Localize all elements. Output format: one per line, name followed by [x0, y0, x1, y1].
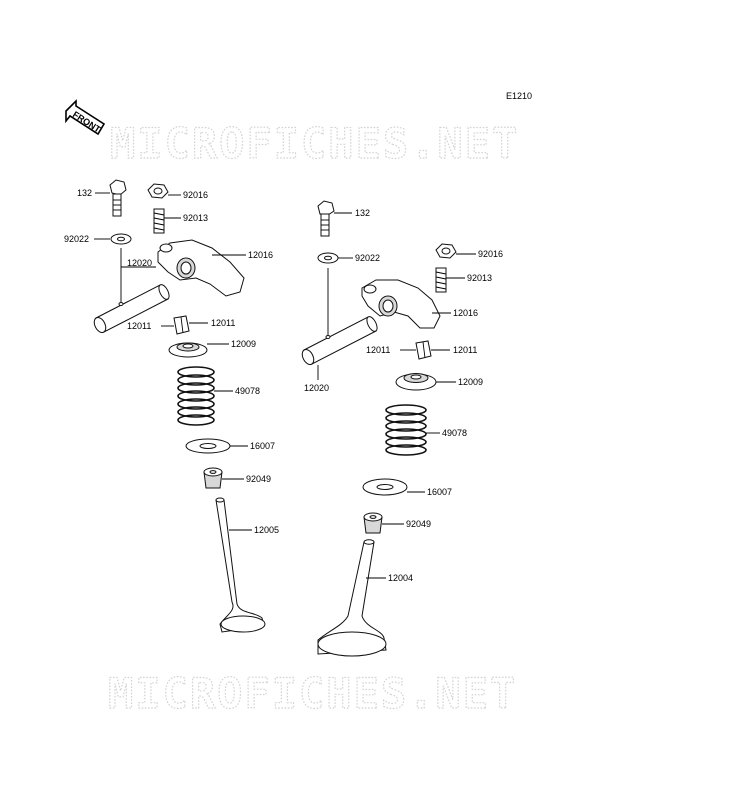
valve-spring-49078-left[interactable]	[177, 366, 215, 426]
label-12009-right[interactable]: 12009	[458, 377, 483, 387]
watermark-bottom: MICROFICHES.NET	[108, 669, 517, 718]
label-49078-right[interactable]: 49078	[442, 428, 467, 438]
adjusting-screw-92013-left[interactable]	[153, 208, 165, 234]
label-12011-right-b[interactable]: 12011	[453, 345, 477, 355]
rocker-arm-12016-right[interactable]	[361, 279, 441, 329]
label-12016-right[interactable]: 12016	[453, 308, 478, 318]
stem-seal-92049-right[interactable]	[363, 512, 383, 534]
label-92049-right[interactable]: 92049	[406, 519, 431, 529]
label-12011-right-a[interactable]: 12011	[366, 345, 390, 355]
watermark-top: MICROFICHES.NET	[110, 119, 519, 168]
valve-spring-49078-right[interactable]	[385, 404, 427, 456]
label-16007-left[interactable]: 16007	[250, 441, 275, 451]
rocker-shaft-12020-right[interactable]	[300, 315, 379, 366]
label-92013-left[interactable]: 92013	[183, 213, 208, 223]
label-12009-left[interactable]: 12009	[231, 339, 256, 349]
diagram-code: E1210	[506, 91, 532, 101]
washer-92022-left[interactable]	[110, 233, 132, 245]
label-132-right[interactable]: 132	[355, 208, 370, 218]
bolt-132-left[interactable]	[109, 179, 127, 217]
label-12020-left[interactable]: 12020	[127, 258, 152, 268]
rocker-arm-12016-left[interactable]	[157, 239, 245, 297]
rocker-shaft-12020-left[interactable]	[92, 283, 171, 334]
label-12011-left-b[interactable]: 12011	[211, 318, 235, 328]
label-12016-left[interactable]: 12016	[248, 250, 273, 260]
label-49078-left[interactable]: 49078	[235, 386, 260, 396]
washer-92022-right[interactable]	[317, 252, 339, 264]
label-132-left[interactable]: 132	[77, 188, 92, 198]
label-12011-left-a[interactable]: 12011	[127, 321, 151, 331]
label-92022-right[interactable]: 92022	[355, 253, 380, 263]
spring-retainer-12009-right[interactable]	[395, 373, 437, 391]
nut-92016-right[interactable]	[435, 243, 457, 259]
exhaust-valve-12005[interactable]	[215, 497, 266, 633]
front-arrow-icon: FRONT	[65, 99, 106, 136]
label-92016-right[interactable]: 92016	[478, 249, 503, 259]
spring-seat-16007-right[interactable]	[362, 478, 408, 496]
label-16007-right[interactable]: 16007	[427, 487, 452, 497]
adjusting-screw-92013-right[interactable]	[435, 267, 447, 293]
bolt-132-right[interactable]	[317, 200, 335, 237]
spring-seat-16007-left[interactable]	[185, 438, 231, 454]
label-12020-right[interactable]: 12020	[304, 383, 329, 393]
label-92013-right[interactable]: 92013	[467, 273, 492, 283]
intake-valve-12004[interactable]	[317, 539, 387, 657]
label-12004[interactable]: 12004	[388, 573, 413, 583]
nut-92016-left[interactable]	[147, 183, 169, 199]
spring-retainer-12009-left[interactable]	[168, 342, 208, 358]
label-92022-left[interactable]: 92022	[64, 234, 89, 244]
stem-seal-92049-left[interactable]	[203, 467, 223, 489]
valve-collet-12011-left[interactable]	[173, 315, 190, 335]
valve-collet-12011-right[interactable]	[415, 340, 432, 360]
label-92049-left[interactable]: 92049	[246, 474, 271, 484]
label-12005[interactable]: 12005	[254, 525, 279, 535]
label-92016-left[interactable]: 92016	[183, 190, 208, 200]
